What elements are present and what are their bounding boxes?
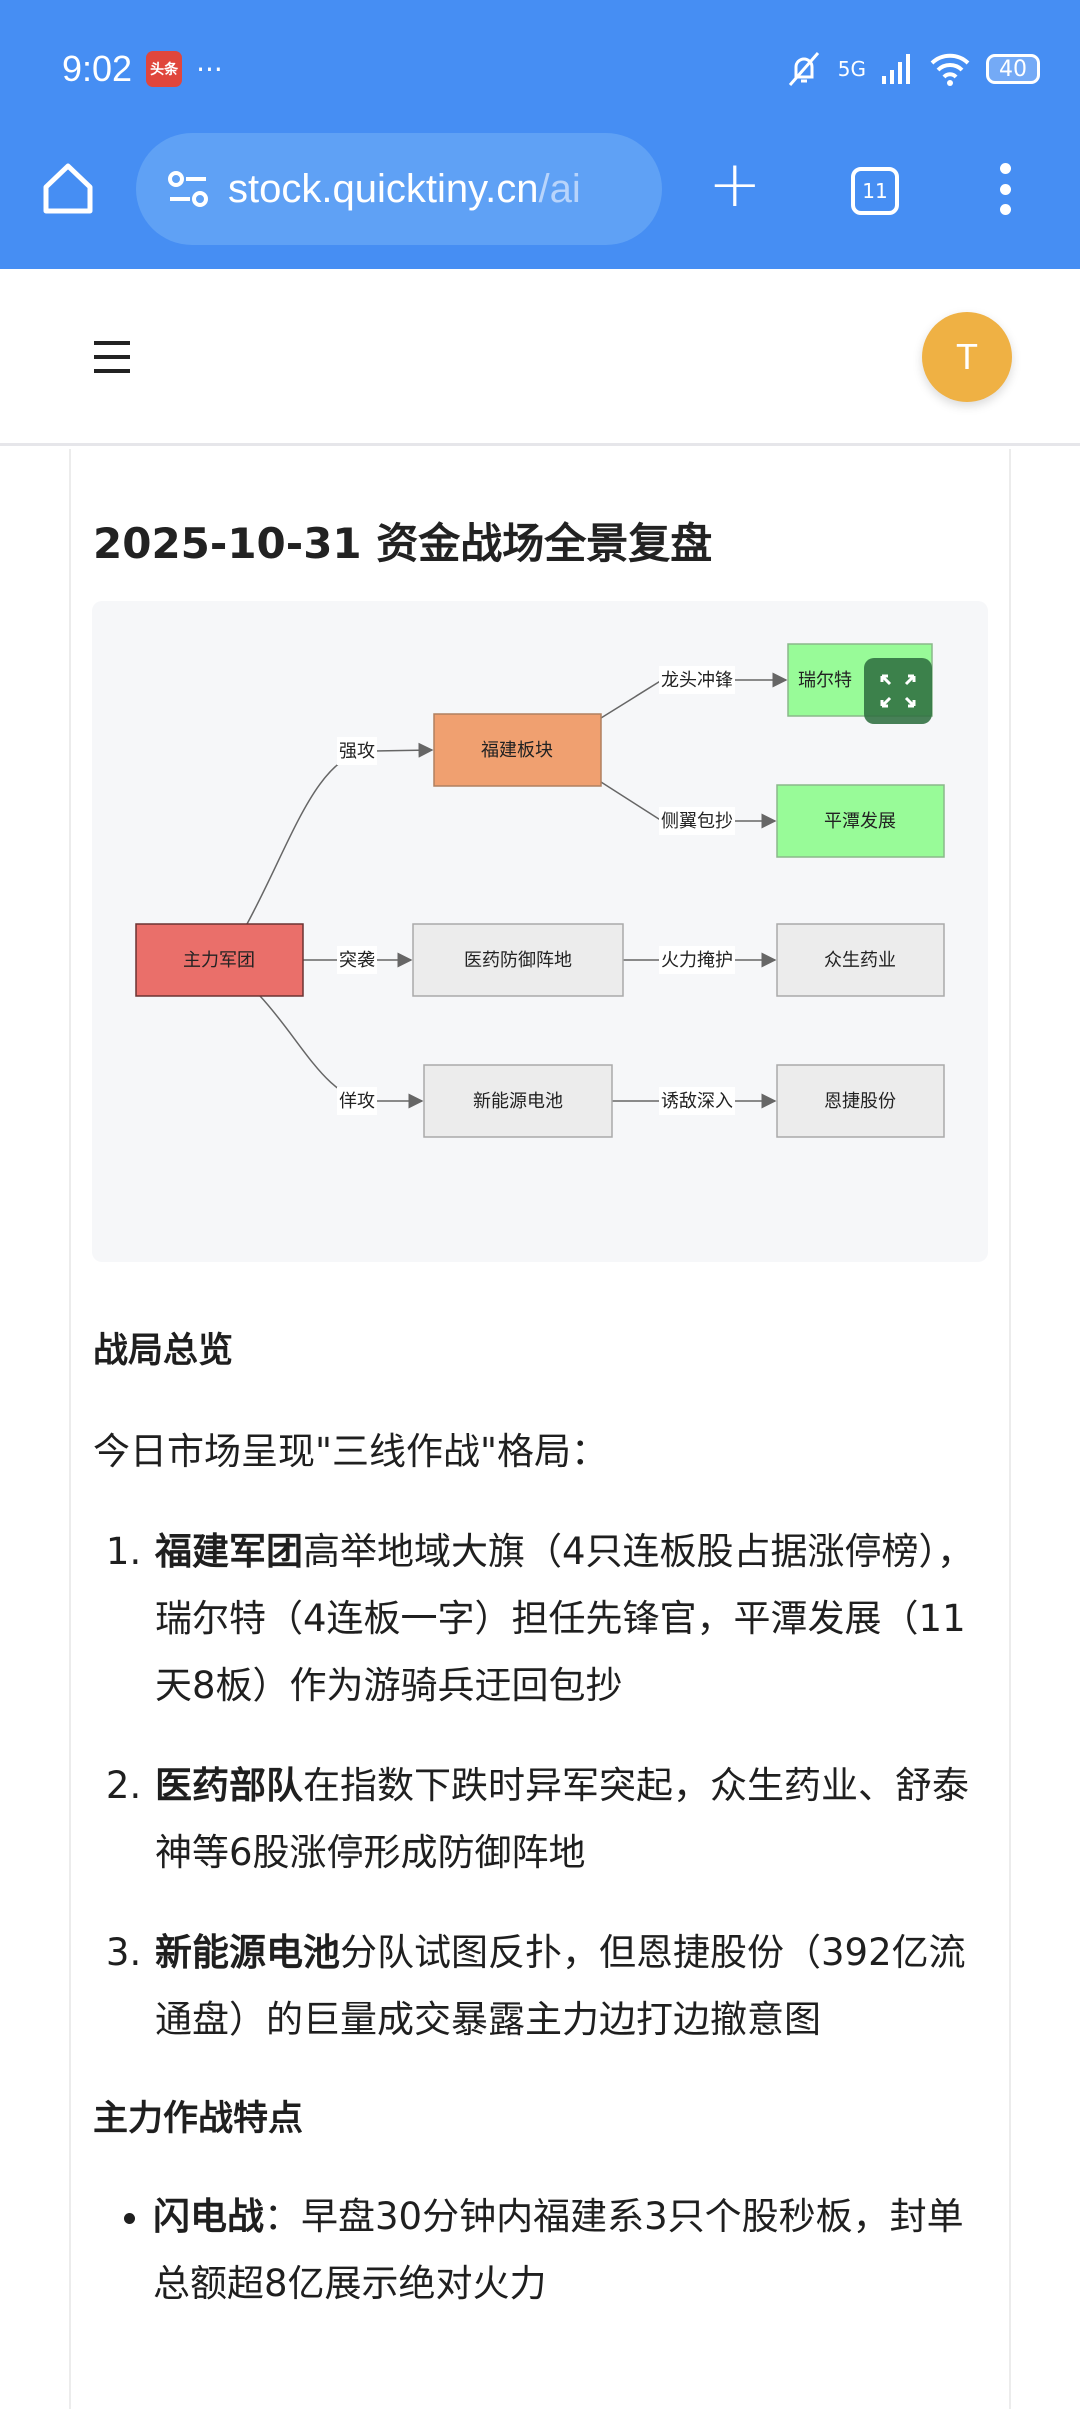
signal-icon (882, 54, 910, 84)
section-heading: 主力作战特点 (93, 2099, 304, 2139)
new-tab-button[interactable]: + (708, 148, 762, 222)
node-enjie (776, 1064, 945, 1138)
node-label-ruierte: 瑞尔特 (798, 670, 852, 691)
node-fujian (433, 713, 602, 787)
list-item: 福建军团高举地域大旗（4只连板股占据涨停榜），瑞尔特（4连板一字）担任先锋官，平… (153, 1518, 993, 1719)
node-label-zhongsheng: 众生药业 (824, 950, 896, 971)
page-title: 2025-10-31 资金战场全景复盘 (93, 519, 713, 568)
home-icon[interactable] (40, 161, 96, 217)
status-time: 9:02 (62, 48, 133, 89)
node-label-pingtan: 平潭发展 (824, 811, 896, 832)
battle-list: 福建军团高举地域大旗（4只连板股占据涨停榜），瑞尔特（4连板一字）担任先锋官，平… (93, 1518, 993, 2053)
edge-label-youdi: 诱敌深入 (661, 1091, 733, 1112)
url-bar[interactable]: stock.quicktiny.cn/ai (136, 133, 662, 245)
node-label-enjie: 恩捷股份 (824, 1091, 896, 1112)
edge-main-xinnengyuan (259, 995, 424, 1109)
user-avatar[interactable]: T (922, 312, 1012, 402)
node-main (135, 923, 304, 997)
tab-switcher-button[interactable]: 11 (851, 167, 899, 215)
edge-label-qianggong: 强攻 (339, 741, 375, 762)
edge-label-yanggong: 佯攻 (339, 1091, 375, 1112)
node-label-main: 主力军团 (183, 950, 255, 971)
flow-diagram: 强攻 突袭 佯攻 龙头冲锋 侧翼包抄 火力掩护 诱敌深入 主力军团 福建板块 瑞… (92, 601, 988, 1262)
section-heading: 战局总览 (93, 1331, 234, 1371)
node-label-xinnengyuan: 新能源电池 (473, 1091, 563, 1112)
browser-header: 9:02 头条 ··· 5G 40 stock.quicktiny.cn/ai … (0, 0, 1080, 269)
list-item: 闪电战：早盘30分钟内福建系3只个股秒板，封单总额超8亿展示绝对火力 (153, 2183, 993, 2317)
list-item-text: 在指数下跌时异军突起，众生药业、舒泰神等6股涨停形成防御阵地 (155, 1764, 969, 1874)
list-item-keyword: 福建军团 (155, 1530, 303, 1573)
edge-label-huoli: 火力掩护 (661, 950, 733, 971)
site-settings-icon[interactable] (166, 167, 210, 211)
list-item: 新能源电池分队试图反扑，但恩捷股份（392亿流通盘）的巨量成交暴露主力边打边撤意… (153, 1919, 993, 2053)
more-notifications-icon: ··· (196, 52, 223, 86)
toutiao-app-icon: 头条 (146, 51, 183, 87)
fullscreen-expand-button[interactable] (864, 658, 932, 724)
node-zhongsheng (776, 923, 945, 997)
mute-icon (788, 52, 819, 86)
node-label-yiyao: 医药防御阵地 (464, 950, 572, 971)
expand-icon (880, 674, 916, 708)
network-type: 5G (837, 57, 866, 81)
status-bar: 9:02 头条 ··· 5G 40 (62, 44, 1040, 94)
edge-label-longtou: 龙头冲锋 (661, 670, 733, 691)
list-item-text: 分队试图反扑，但恩捷股份（392亿流通盘）的巨量成交暴露主力边打边撤意图 (155, 1931, 966, 2041)
article-body: 战局总览 今日市场呈现"三线作战"格局： 福建军团高举地域大旗（4只连板股占据涨… (93, 1318, 993, 2317)
node-label-fujian: 福建板块 (481, 740, 553, 761)
edge-label-ceyi: 侧翼包抄 (661, 811, 733, 832)
list-item-keyword: 闪电战 (153, 2195, 264, 2238)
node-yiyao (412, 923, 624, 997)
node-xinnengyuan (423, 1064, 613, 1138)
list-item-keyword: 新能源电池 (155, 1931, 340, 1974)
list-item-text: ：早盘30分钟内福建系3只个股秒板，封单总额超8亿展示绝对火力 (153, 2195, 964, 2305)
intro-paragraph: 今日市场呈现"三线作战"格局： (93, 1430, 609, 1473)
url-host: stock.quicktiny.cn (228, 166, 539, 211)
list-item: 医药部队在指数下跌时异军突起，众生药业、舒泰神等6股涨停形成防御阵地 (153, 1752, 993, 1886)
list-item-text: 高举地域大旗（4只连板股占据涨停榜），瑞尔特（4连板一字）担任先锋官，平潭发展（… (155, 1530, 975, 1707)
battery-indicator: 40 (986, 54, 1040, 84)
hamburger-menu-icon[interactable] (94, 341, 130, 373)
edge-label-tuxi: 突袭 (339, 950, 375, 971)
list-item-keyword: 医药部队 (155, 1764, 303, 1807)
node-pingtan (776, 784, 945, 858)
site-nav: T (0, 269, 1080, 446)
feature-list: 闪电战：早盘30分钟内福建系3只个股秒板，封单总额超8亿展示绝对火力 (93, 2183, 993, 2317)
edge-main-fujian (246, 742, 434, 925)
url-path: /ai (538, 166, 581, 211)
wifi-icon (930, 53, 970, 86)
menu-more-icon[interactable] (998, 163, 1012, 215)
